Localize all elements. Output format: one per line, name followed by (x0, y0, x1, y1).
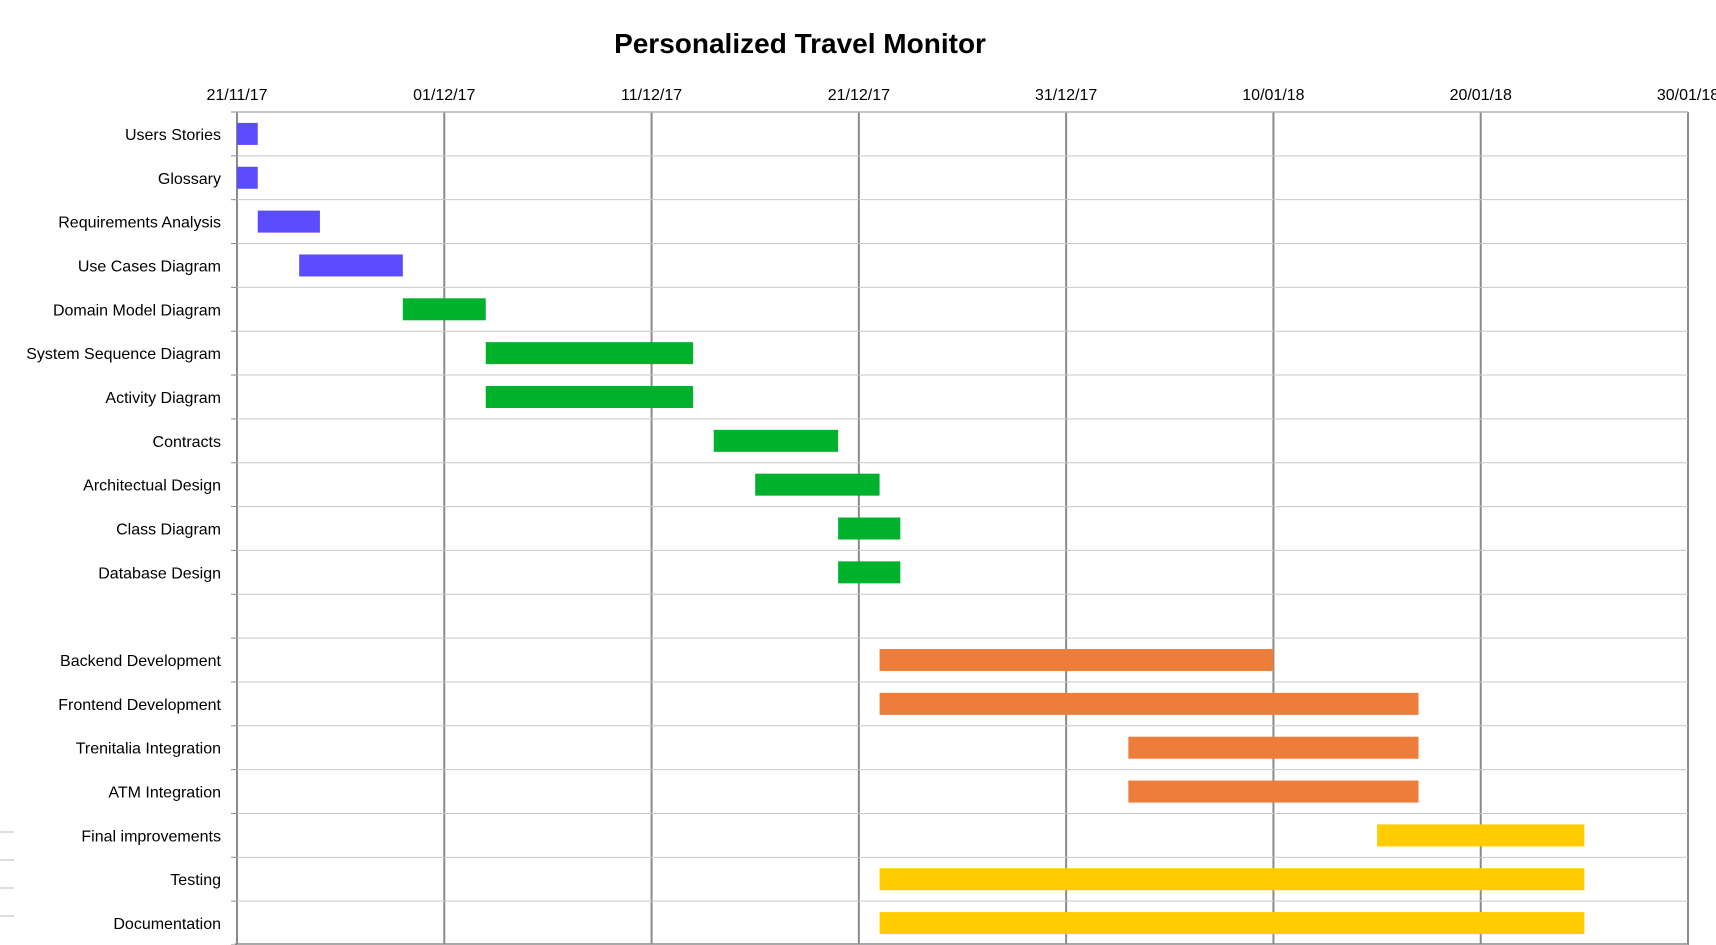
row-separators (0, 111, 1688, 945)
x-tick-label: 20/01/18 (1450, 87, 1512, 104)
task-label: Trenitalia Integration (76, 741, 221, 758)
task-label: ATM Integration (108, 785, 221, 802)
task-bar (237, 166, 258, 189)
task-bar (485, 342, 694, 365)
task-bar (299, 254, 403, 277)
task-label: Documentation (113, 916, 221, 933)
task-label: Glossary (158, 171, 221, 188)
x-tick-label: 31/12/17 (1035, 87, 1097, 104)
chart-title: Personalized Travel Monitor (614, 28, 986, 59)
task-label: Domain Model Diagram (53, 302, 221, 319)
task-label: Architectual Design (83, 478, 221, 495)
task-bar (1128, 736, 1419, 759)
task-bar (485, 385, 694, 408)
x-tick-label: 30/01/18 (1657, 87, 1716, 104)
task-label: Contracts (153, 434, 221, 451)
task-bar (838, 561, 901, 584)
task-bar (879, 912, 1585, 935)
task-bar (879, 649, 1274, 672)
task-label: Frontend Development (58, 697, 221, 714)
x-tick-label: 21/12/17 (828, 87, 890, 104)
task-bar (237, 122, 258, 145)
task-label: System Sequence Diagram (26, 346, 221, 363)
task-label: Testing (170, 872, 221, 889)
task-bar (713, 429, 839, 452)
task-bar (755, 473, 880, 496)
task-label: Users Stories (125, 127, 221, 144)
task-label: Database Design (98, 565, 221, 582)
x-tick-label: 10/01/18 (1242, 87, 1304, 104)
grid-layer (235, 111, 1689, 945)
task-label: Requirements Analysis (58, 215, 221, 232)
task-label: Activity Diagram (105, 390, 221, 407)
x-tick-label: 21/11/17 (206, 87, 267, 104)
task-bar (838, 517, 901, 540)
task-bar (257, 210, 320, 233)
task-bar (1128, 780, 1419, 803)
task-bars (237, 122, 1585, 935)
task-bar (402, 298, 486, 321)
task-label: Class Diagram (116, 522, 221, 539)
task-label: Backend Development (60, 653, 222, 670)
x-tick-label: 11/12/17 (621, 87, 682, 104)
task-bar (1377, 824, 1585, 847)
x-tick-label: 01/12/17 (413, 87, 475, 104)
task-label: Use Cases Diagram (78, 258, 221, 275)
task-label: Final improvements (81, 828, 221, 845)
x-tick-labels: 21/11/17 01/12/17 11/12/17 21/12/17 31/12/17… (206, 87, 1716, 104)
task-bar (879, 868, 1585, 891)
task-bar (879, 692, 1419, 715)
